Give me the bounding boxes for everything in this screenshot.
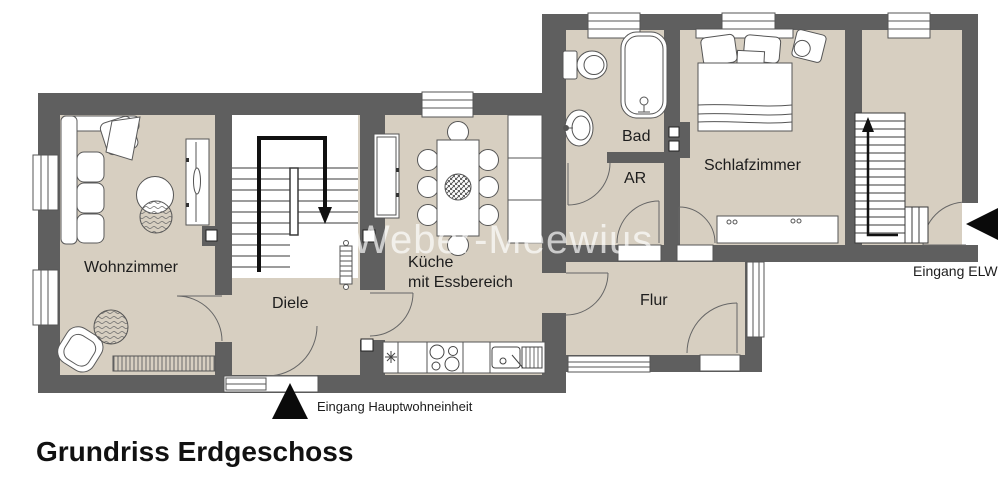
kitchen-tall-cabinets	[508, 115, 542, 243]
door-main-entrance	[267, 326, 317, 376]
bathroom-sink	[564, 110, 594, 146]
flue-wohnzimmer-wall	[202, 226, 232, 246]
coffee-table	[137, 177, 174, 234]
pouf	[140, 201, 172, 233]
opening-wohnzimmer-door	[213, 295, 234, 342]
dresser	[717, 216, 838, 243]
room-label-ar: AR	[624, 170, 647, 187]
door-wohnzimmer	[177, 296, 222, 341]
threshold-schlafzimmer-door	[677, 245, 713, 261]
toilet	[563, 51, 607, 79]
threshold-main-entrance	[224, 376, 318, 392]
stairs-up-arrow	[862, 117, 874, 132]
window-kueche-top	[422, 92, 473, 117]
room-label-kueche-line2: mit Essbereich	[408, 274, 513, 291]
staircase-main	[232, 138, 358, 272]
door-bad	[568, 163, 610, 205]
bed	[696, 29, 793, 131]
room-label-kueche-line1: Küche	[408, 254, 454, 271]
table-plant	[445, 174, 471, 200]
dining-table	[418, 122, 499, 256]
radiator-diele	[340, 241, 352, 290]
kitchen-counter	[383, 342, 545, 373]
tv-sideboard	[186, 139, 209, 225]
bathtub	[621, 32, 667, 118]
kitchen-sideboard	[374, 134, 399, 218]
room-label-flur: Flur	[640, 292, 668, 309]
stairs-down-arrow	[318, 207, 332, 224]
drainer	[522, 347, 542, 368]
bedroom-chair	[791, 29, 827, 63]
sofa	[61, 115, 140, 244]
opening-bad-door	[566, 152, 607, 163]
room-label-schlafzimmer: Schlafzimmer	[704, 157, 801, 174]
room-label-wohnzimmer: Wohnzimmer	[84, 259, 178, 276]
window-flur-bottom	[568, 356, 650, 372]
floor-flur	[566, 262, 745, 355]
window-elw-top	[888, 13, 930, 38]
opening-kueche-flur-door	[540, 273, 568, 313]
chimney	[664, 122, 690, 158]
plant	[94, 310, 128, 344]
annotation-entrance-main: Eingang Hauptwohneinheit	[317, 399, 473, 414]
threshold-flur-exit	[700, 355, 740, 371]
door-elw-entrance	[923, 202, 966, 245]
page-title: Grundriss Erdgeschoss	[36, 436, 354, 467]
radiator-wohnzimmer	[113, 356, 215, 371]
floor-abstellraum	[566, 163, 664, 245]
elw-entrance-arrow	[966, 208, 998, 240]
sink-unit	[492, 347, 542, 368]
annotation-entrance-elw: Eingang ELW	[913, 263, 998, 279]
armchair	[53, 322, 108, 377]
door-kueche	[370, 293, 413, 336]
fridge-icon	[385, 351, 397, 363]
staircase-elw	[855, 113, 928, 243]
door-ar	[617, 201, 659, 243]
window-wohnzimmer-left-1	[33, 155, 58, 210]
window-wohnzimmer-left-2	[33, 270, 58, 325]
cooktop	[430, 345, 459, 371]
door-kueche-flur	[566, 273, 608, 315]
main-entrance-arrow	[272, 383, 308, 419]
flue-kueche-wall	[361, 230, 375, 351]
room-label-diele: Diele	[272, 295, 309, 312]
door-flur-exit	[687, 303, 737, 353]
door-schlafzimmer	[679, 207, 715, 243]
threshold-ar-door	[618, 245, 661, 261]
opening-kueche-door	[358, 290, 387, 340]
room-label-bad: Bad	[622, 128, 651, 145]
window-flur-right	[747, 262, 764, 337]
